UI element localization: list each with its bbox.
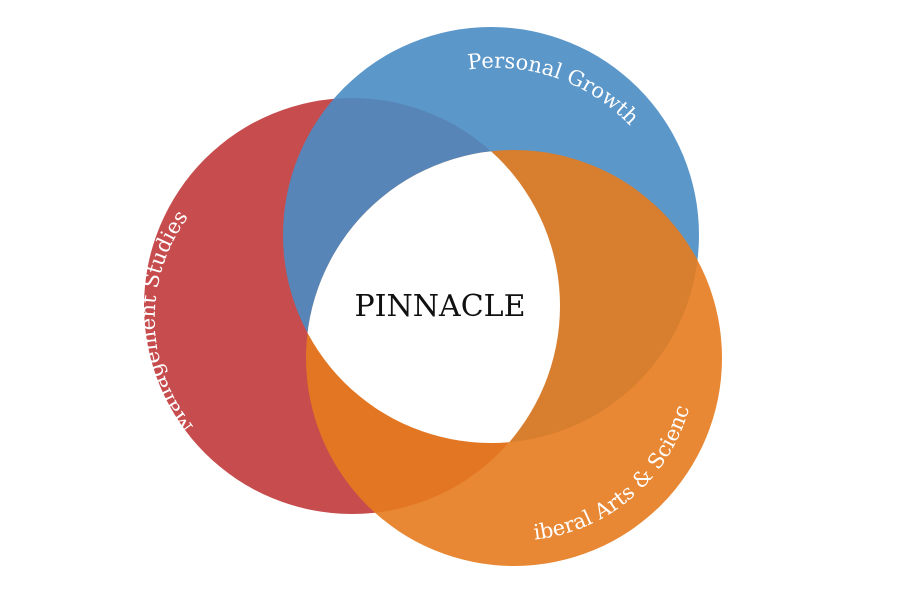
center-fill: [306, 150, 560, 443]
center-region: [306, 150, 560, 443]
center-label: PINNACLE: [355, 289, 526, 324]
